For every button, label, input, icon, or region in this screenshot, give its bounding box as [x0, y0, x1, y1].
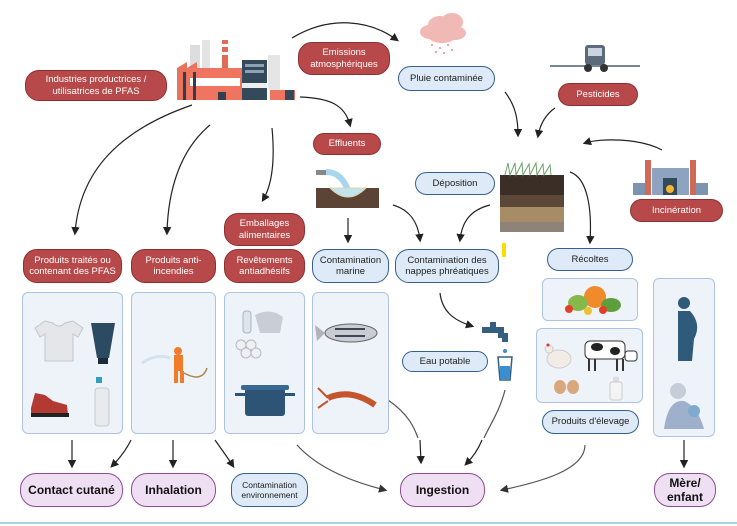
sneaker-icon: [31, 393, 69, 417]
pregnant-woman-icon: [678, 297, 698, 361]
milk-bottle-icon: [609, 377, 623, 401]
arrow-industry-to-effluents: [299, 96, 353, 128]
incineration-label: Incinération: [630, 199, 723, 222]
arrow-firefighting-to-env: [214, 439, 235, 469]
arrow-water-to-ingestion: [416, 439, 425, 465]
livestock-panel: [536, 328, 643, 403]
pesticides-label: Pesticides: [558, 83, 638, 106]
arrow-industry-to-firefighting: [162, 124, 211, 236]
soil-layers-icon: [500, 161, 564, 257]
arrow-firefighting-to-skin: [110, 439, 132, 468]
drinking-water-label: Eau potable: [402, 351, 488, 372]
arrow-industry-to-treated: [71, 104, 193, 236]
bottom-divider: [0, 522, 737, 524]
mother-child-route: Mère/ enfant: [654, 473, 716, 507]
rain-cloud-icon: [420, 13, 466, 54]
arrow-soil-to-groundwater: [456, 204, 491, 243]
effluents-label: Effluents: [313, 133, 381, 155]
spray-bottle-icon: [94, 377, 110, 427]
arrow-rain-to-soil: [504, 91, 523, 138]
tractor-sprayer-icon: [550, 45, 640, 72]
arrow-products-to-ingestion: [296, 444, 388, 493]
arrow-marine-to-ingestion: [387, 399, 419, 439]
food-packaging-label: Emballages alimentaires: [224, 213, 305, 246]
arrow-soil-to-harvest: [569, 171, 595, 245]
arrow-effluent-to-groundwater: [392, 204, 424, 243]
incinerator-icon: [633, 160, 708, 195]
breastfeeding-icon: [664, 383, 704, 429]
arrow-groundwater-to-tap: [439, 292, 475, 329]
treated-products-panel: [22, 292, 123, 434]
emissions-label: Emissions atmosphériques: [298, 42, 390, 75]
arrow-pesticides-to-soil: [534, 107, 556, 139]
cow-icon: [584, 340, 638, 371]
vegetables-icon: [565, 286, 621, 315]
nonstick-coatings-label: Revêtements antiadhésifs: [224, 249, 305, 283]
firefighting-products-label: Produits anti-incendies: [131, 249, 216, 283]
treated-products-label: Produits traités ou contenant des PFAS: [23, 249, 122, 283]
packaging-waste-icon: [235, 310, 283, 359]
harvest-panel: [542, 278, 638, 321]
environmental-contamination-label: Contamination environnement: [231, 473, 308, 507]
tshirt-icon: [34, 320, 84, 362]
chicken-icon: [544, 343, 572, 369]
water-glass-icon: [497, 349, 513, 381]
tap-icon: [482, 322, 508, 342]
mother-child-panel: [653, 278, 715, 437]
cream-tube-icon: [91, 323, 115, 364]
skin-contact-route: Contact cutané: [20, 473, 123, 507]
arrow-industry-to-rain: [291, 22, 399, 42]
inhalation-route: Inhalation: [131, 473, 216, 507]
arrow-glass-to-ingestion: [464, 439, 483, 466]
harvest-label: Récoltes: [547, 248, 633, 271]
cooking-pot-icon: [235, 385, 295, 416]
marine-contamination-label: Contamination marine: [312, 249, 389, 283]
effluent-pipe-icon: [316, 169, 379, 208]
arrow-industry-to-packaging: [261, 127, 274, 203]
livestock-products-label: Produits d'élevage: [542, 410, 639, 434]
groundwater-contamination-label: Contamination des nappes phréatiques: [395, 249, 499, 283]
crayfish-icon: [317, 387, 377, 409]
deposition-label: Déposition: [415, 172, 495, 195]
industries-label: Industries productrices / utilisatrices …: [25, 70, 167, 101]
packaging-panel: [224, 292, 305, 434]
contaminated-rain-label: Pluie contaminée: [398, 66, 495, 91]
factory-icon: [177, 40, 295, 100]
eggs-icon: [554, 380, 579, 394]
firefighting-panel: [131, 292, 216, 434]
arrow-incineration-to-soil: [582, 137, 663, 151]
arrow-tap-to-ingestion: [483, 389, 506, 439]
ingestion-route: Ingestion: [400, 473, 485, 507]
marine-panel: [312, 292, 389, 434]
firefighter-icon: [141, 347, 208, 383]
arrow-livestock-to-ingestion: [499, 444, 586, 493]
fish-icon: [315, 323, 378, 343]
